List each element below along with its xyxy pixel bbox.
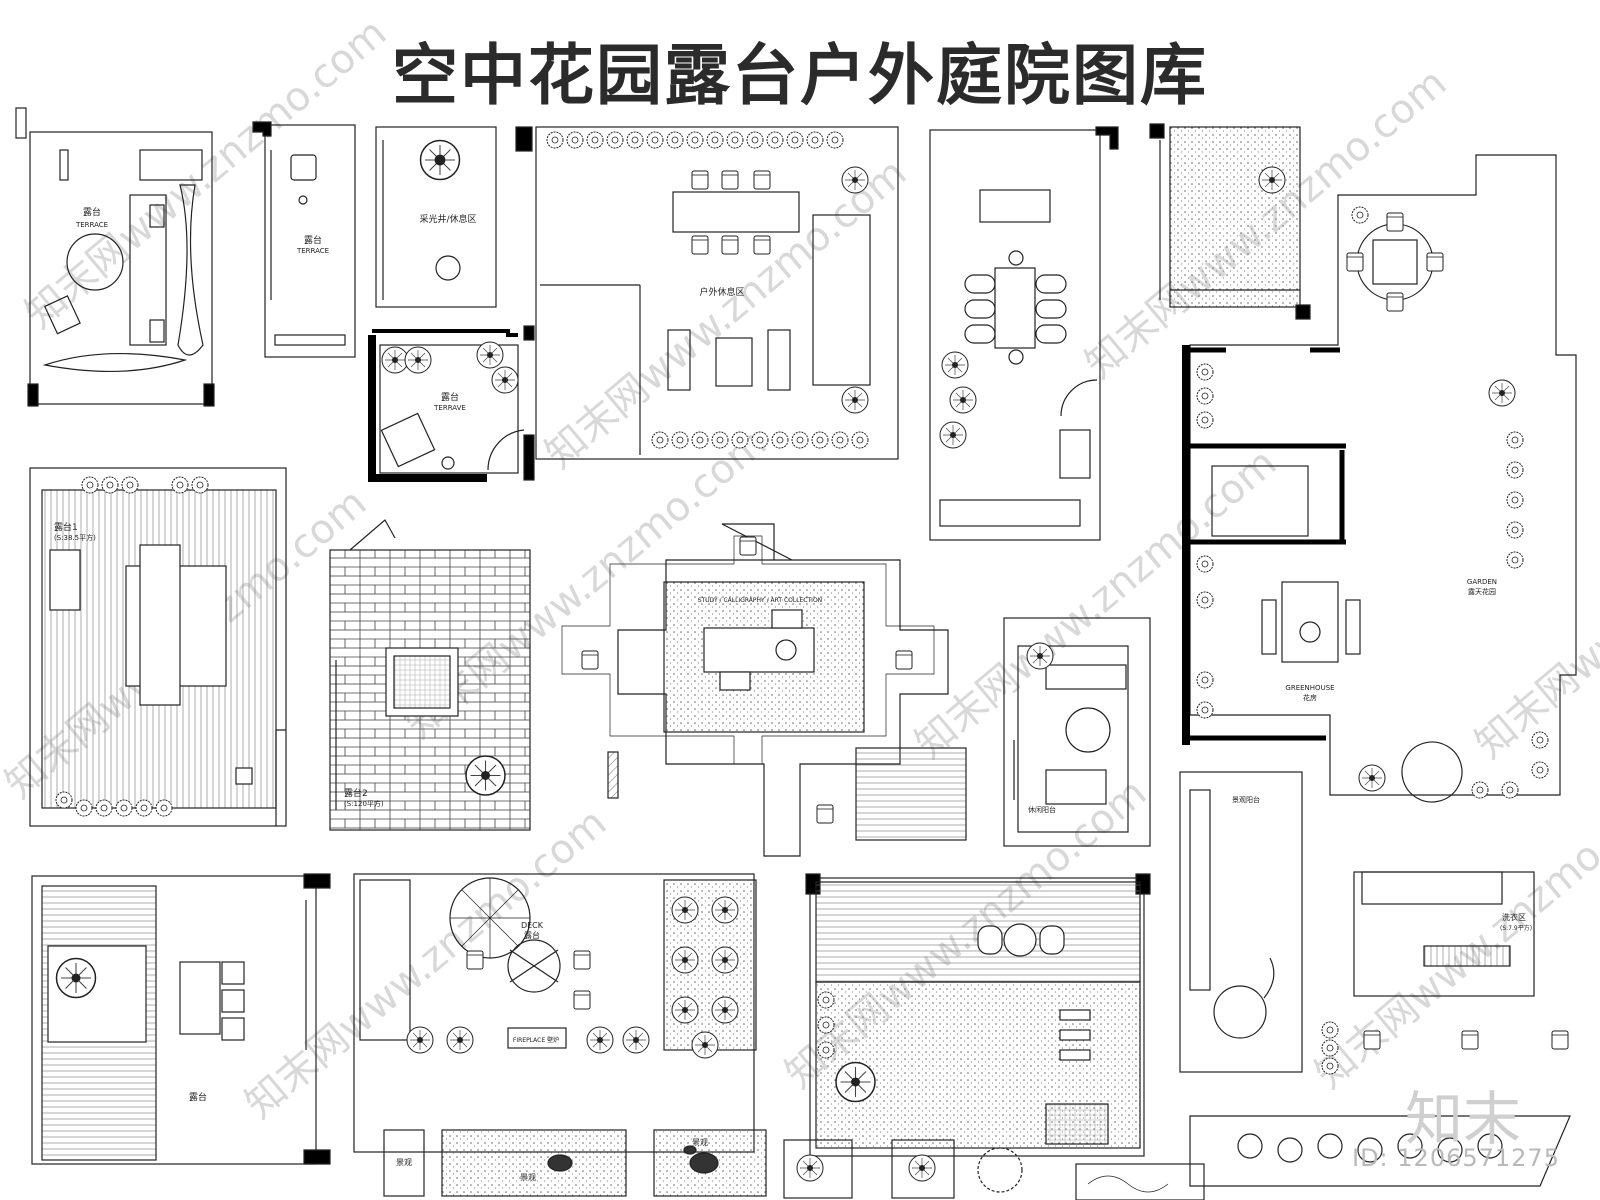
plan-garden-deck xyxy=(805,873,1151,1157)
plan-12-label: 景观阳台 xyxy=(1232,795,1260,804)
id-label: ID: 1206571275 xyxy=(1352,1144,1560,1172)
svg-text:知末网www.znzmo.com: 知末网www.znzmo.com xyxy=(537,150,915,478)
plan-lightwell xyxy=(375,126,497,308)
plan-5-trees xyxy=(381,341,519,394)
plan-15-tree xyxy=(55,957,97,999)
plan-10-label: 花房 xyxy=(1303,693,1317,702)
plan-11-label: 露天花园 xyxy=(1468,587,1496,596)
plan-15-fireplace: FIREPLACE 壁炉 xyxy=(513,1036,559,1044)
plan-2-sub: TERRACE xyxy=(296,247,329,255)
svg-text:知末网www.znzmo.com: 知末网www.znzmo.com xyxy=(237,800,615,1128)
plan-terrace-bottom xyxy=(31,873,331,1165)
plan-15-label: 露台 xyxy=(524,930,540,940)
plan-5-sub: TERRAVE xyxy=(433,404,466,412)
plan-10-label-en: GREENHOUSE xyxy=(1285,684,1334,692)
plan-8-label: STUDY / CALLIGRAPHY / ART COLLECTION xyxy=(698,597,822,604)
plan-3-label: 采光井/休息区 xyxy=(419,213,476,225)
plan-13-area: (S:7.9平方) xyxy=(1500,924,1532,932)
plan-16-label: 景观 xyxy=(396,1158,412,1167)
plan-7-label: 露台2 xyxy=(344,787,368,799)
plan-leisure-balcony xyxy=(1003,617,1151,847)
plan-landscape-balcony xyxy=(1179,771,1303,1073)
plan-7-area: (S:120平方) xyxy=(344,799,384,808)
plan-11-label-en: GARDEN xyxy=(1467,578,1497,586)
plan-6-label: 露台1 xyxy=(54,521,78,533)
plan-terrace-3 xyxy=(368,325,535,482)
plan-outdoor-lounge xyxy=(515,126,899,460)
plan-1-label: 露台 xyxy=(83,206,101,218)
svg-text:知末网www.znzmo.com: 知末网www.znzmo.com xyxy=(17,10,395,338)
plan-study xyxy=(561,523,967,857)
plan-6-area: (S:38.5平方) xyxy=(54,533,96,542)
plan-planter xyxy=(1149,123,1311,320)
brand-logo: 知末 xyxy=(1405,1085,1522,1153)
plan-2-label: 露台 xyxy=(304,234,322,246)
plan-1-sub: TERRACE xyxy=(75,221,108,229)
svg-text:知末网www.znzmo.com: 知末网www.znzmo.com xyxy=(907,440,1285,768)
plan-6-trees xyxy=(939,351,977,449)
plan-7-tree xyxy=(1258,166,1286,194)
plan-9-tree xyxy=(465,755,506,796)
plan-landscape-blocks xyxy=(383,1115,1571,1200)
plan-18-label: 景观 xyxy=(692,1138,708,1147)
plan-9-label: 休闲阳台 xyxy=(1028,805,1056,814)
plan-15-label-en: DECK xyxy=(521,921,544,930)
plan-terrace-deck-1 xyxy=(29,467,287,827)
plan-11-tree xyxy=(1026,642,1054,670)
page-title: 空中花园露台户外庭院图库 xyxy=(392,37,1208,114)
plan-13-label: 洗衣区 xyxy=(1502,912,1526,922)
plan-laundry xyxy=(1353,871,1535,997)
plan-5-label: 露台 xyxy=(441,391,459,403)
plan-17-label: 景观 xyxy=(520,1173,536,1182)
plan-14-label: 露台 xyxy=(189,1091,207,1103)
plan-dining-terrace xyxy=(929,126,1119,541)
plan-terrace-2 xyxy=(252,121,356,358)
plan-terrace-1 xyxy=(15,107,215,407)
plan-4-label: 户外休息区 xyxy=(699,286,744,298)
